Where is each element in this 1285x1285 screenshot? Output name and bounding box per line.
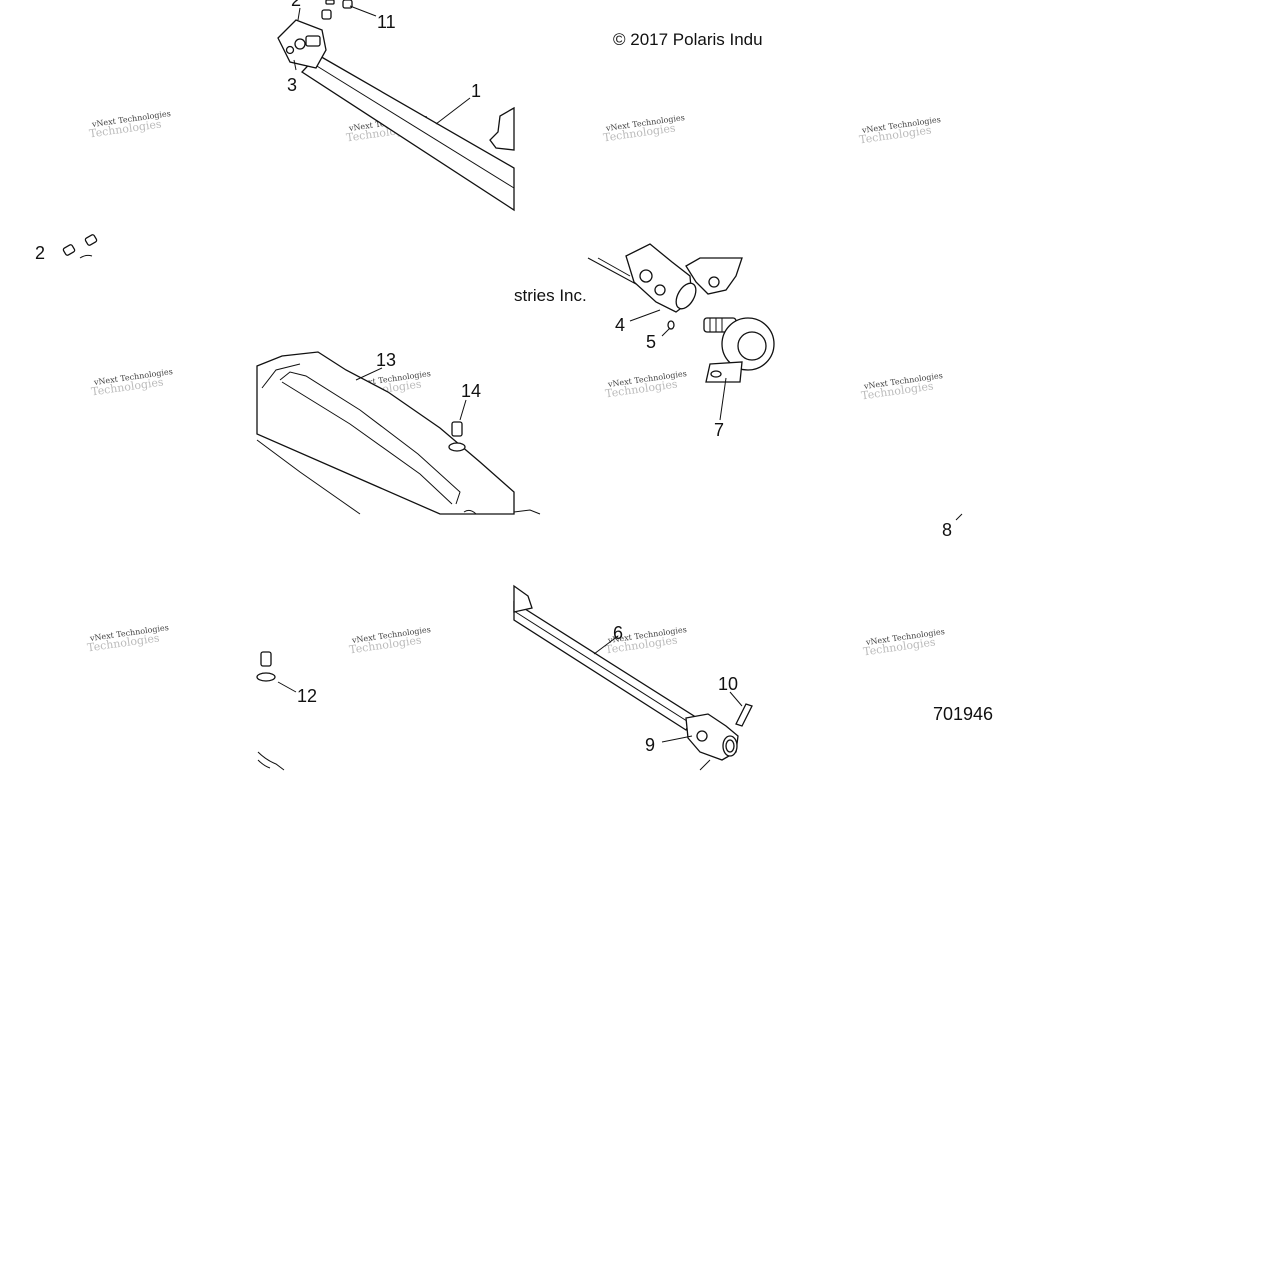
tile-guard-cover: 13 14: [256, 350, 541, 515]
carrier-bearing-inner: [737, 331, 767, 361]
u-joint-cap: [294, 38, 306, 50]
tile-front-shaft: 2 11 3 1: [277, 0, 515, 212]
tile-rear-shaft: 6 10 9: [513, 584, 753, 771]
callout-7: 7: [714, 420, 724, 440]
u-joint-cap: [639, 269, 653, 283]
roll-pin-item-10: [735, 703, 753, 727]
callout-3: 3: [287, 75, 297, 95]
bolt-item-12: [260, 651, 272, 667]
watermark: Technologies vNext Technologies: [88, 109, 171, 140]
callout-4: 4: [615, 315, 625, 335]
watermark: Technologies vNext Technologies: [604, 369, 687, 400]
washer-item-14: [448, 442, 466, 452]
u-joint-cap: [285, 45, 295, 55]
bolt-item-11: [321, 0, 353, 20]
tile-item-12: 12: [256, 651, 317, 771]
slip-yoke-end: [675, 282, 697, 310]
callout-2: 2: [291, 0, 301, 10]
guard-fragment: [257, 751, 285, 771]
copyright-text-part-a: © 2017 Polaris Indu: [613, 30, 763, 49]
tile-bolt-fragment: 2: [35, 234, 98, 263]
watermark: Technologies vNext Technologies: [860, 371, 943, 402]
bracket-fragment: [489, 106, 515, 151]
watermark: Technologies vNext Technologies: [602, 113, 685, 144]
callout-12: 12: [297, 686, 317, 706]
foot-hole: [710, 370, 722, 378]
watermark: Technologies vNext Technologies: [348, 625, 431, 656]
callout-9: 9: [645, 735, 655, 755]
copyright-text-part-b: stries Inc.: [514, 286, 587, 305]
rear-shaft-bracket-fragment: [513, 584, 533, 613]
bracket-hole: [708, 276, 720, 288]
callout-10: 10: [718, 674, 738, 694]
watermark: Technologies vNext Technologies: [86, 623, 169, 654]
callout-11: 11: [377, 12, 396, 32]
callout-1: 1: [471, 81, 481, 101]
watermark: Technologies vNext Technologies: [862, 627, 945, 658]
watermark-layer: Technologies vNext Technologies Technolo…: [86, 109, 945, 658]
bolt-item-14: [451, 421, 463, 437]
diagram-number: 701946: [933, 704, 993, 724]
washer-item-12: [256, 672, 276, 682]
callout-8: 8: [942, 520, 952, 540]
callout-6: 6: [613, 623, 623, 643]
callout-5: 5: [646, 332, 656, 352]
u-joint-cap: [696, 730, 708, 742]
callout-14: 14: [461, 381, 481, 401]
u-joint-block: [305, 35, 321, 47]
tile-center-bearing: 4 5 7: [587, 243, 775, 440]
propshaft-front-tube: [300, 54, 515, 212]
callout-13: 13: [376, 350, 396, 370]
u-joint-cap: [654, 284, 666, 296]
callout-2-left: 2: [35, 243, 45, 263]
propshaft-rear-tube: [513, 600, 695, 731]
tile-item-8: 8: [942, 513, 963, 540]
nut-item-5: [667, 320, 675, 330]
bearing-bracket: [685, 257, 743, 295]
watermark: Technologies vNext Technologies: [90, 367, 173, 398]
watermark: Technologies vNext Technologies: [858, 115, 941, 146]
